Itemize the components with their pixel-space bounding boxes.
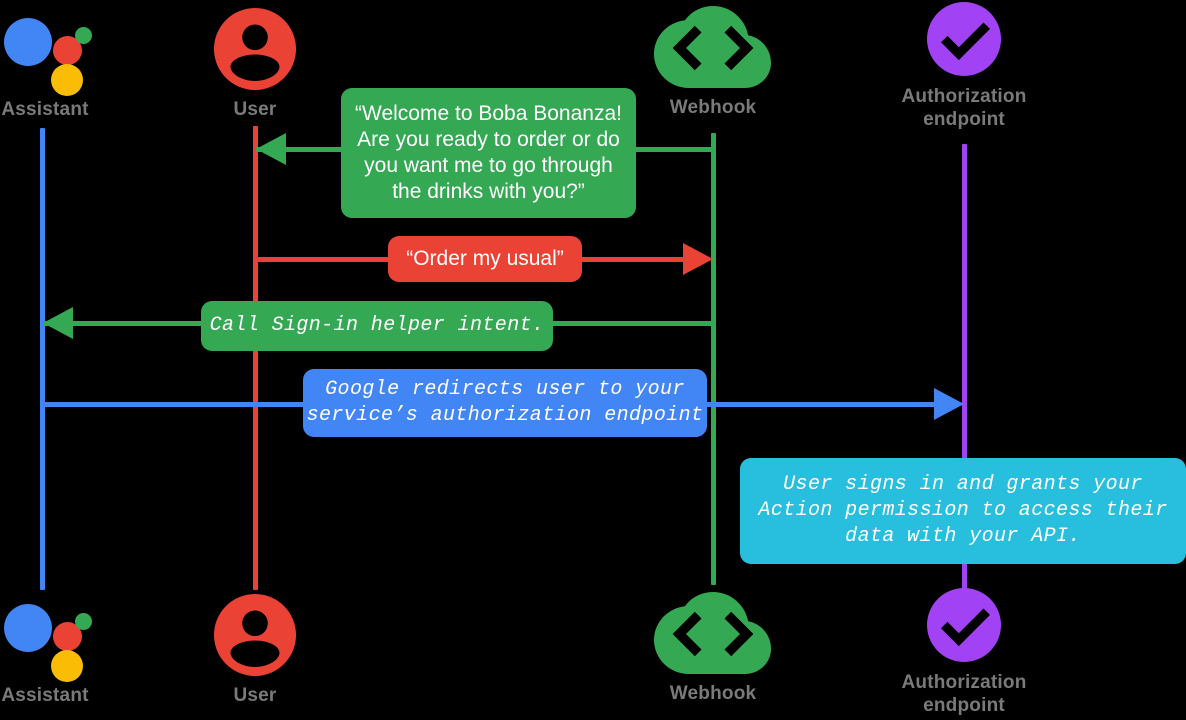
assistant-green-dot [75,27,92,44]
user-avatar-svg [213,594,297,676]
cloud-code-svg [654,592,771,674]
user-icon-bottom [213,594,297,676]
assistant-yellow-dot [51,650,83,682]
message-text-welcome: “Welcome to Boba Bonanza! Are you ready … [355,102,622,203]
message-arrowhead-order [683,243,713,275]
assistant-icon-top [2,10,92,96]
webhook-icon-top [654,6,772,90]
purple-check-circle-svg [927,588,1001,662]
message-bubble-redirect: Google redirects user to your service’s … [303,369,707,437]
message-arrowhead-redirect [934,388,964,420]
lifeline-assistant [40,128,45,590]
message-text-order: “Order my usual” [406,247,564,270]
assistant-label-top: Assistant [1,99,89,120]
message-text-grant: User signs in and grants your Action per… [758,473,1168,548]
lifeline-webhook [711,133,716,585]
assistant-icon-bottom [2,596,92,682]
lifeline-user [253,126,258,590]
user-label-top: User [233,99,277,120]
message-text-redirect: Google redirects user to your service’s … [306,378,704,427]
webhook-label-top: Webhook [669,97,757,118]
authorization-label-bottom: Authorization endpoint [901,672,1027,716]
message-text-signin: Call Sign-in helper intent. [209,314,545,337]
assistant-blue-dot [4,604,52,652]
message-arrowhead-welcome [256,133,286,165]
webhook-icon-bottom [654,592,772,676]
purple-check-circle-svg [927,2,1001,76]
message-bubble-grant: User signs in and grants your Action per… [740,458,1186,564]
authorization-label-top: Authorization endpoint [901,86,1027,130]
cloud-code-svg [654,6,771,88]
message-bubble-welcome: “Welcome to Boba Bonanza! Are you ready … [341,88,636,218]
lifeline-authorization [962,144,967,592]
user-avatar-svg [213,7,297,90]
assistant-green-dot [75,613,92,630]
webhook-label-bottom: Webhook [669,683,757,704]
assistant-label-bottom: Assistant [1,685,89,706]
authorization-icon-top [927,2,1001,76]
message-bubble-order: “Order my usual” [388,236,582,282]
assistant-yellow-dot [51,64,83,96]
authorization-icon-bottom [927,588,1001,662]
message-bubble-signin: Call Sign-in helper intent. [201,301,553,351]
user-label-bottom: User [233,685,277,706]
user-icon-top [213,7,297,90]
assistant-blue-dot [4,18,52,66]
message-arrowhead-signin [43,307,73,339]
